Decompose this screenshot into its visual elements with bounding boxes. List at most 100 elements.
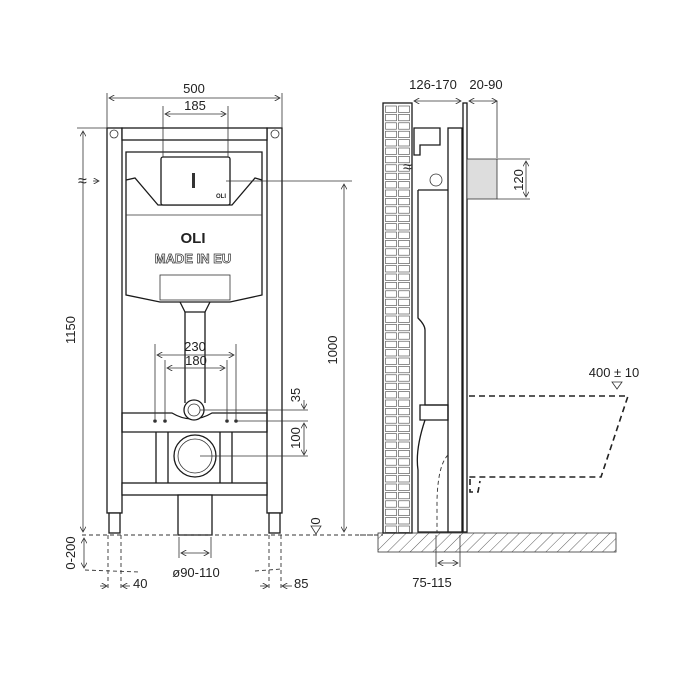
brick (385, 332, 397, 340)
brick (385, 172, 397, 180)
brick (385, 366, 397, 374)
brick (385, 139, 397, 147)
brick (398, 315, 410, 323)
dim-plate-width: 185 (184, 98, 206, 113)
brick (398, 332, 410, 340)
brick (398, 105, 410, 113)
brick (398, 248, 410, 256)
brick (398, 416, 410, 424)
brick (398, 164, 410, 172)
brick (398, 147, 410, 155)
brick (385, 307, 397, 315)
brick (398, 298, 410, 306)
dim-drain-depth: 75-115 (412, 575, 452, 590)
brick (398, 130, 410, 138)
plate-brand-label: OLI (216, 194, 226, 200)
floor-hatch (377, 532, 617, 553)
dim-seat-height: 400 ± 10 (589, 365, 640, 380)
brick (398, 441, 410, 449)
brick (385, 424, 397, 432)
brick (385, 240, 397, 248)
brick (398, 231, 410, 239)
brick (398, 408, 410, 416)
brick (385, 399, 397, 407)
brick (398, 198, 410, 206)
brick (398, 223, 410, 231)
frame (106, 127, 283, 534)
seat-level-marker-icon (611, 381, 623, 390)
brick (398, 240, 410, 248)
dim-width: 500 (183, 81, 205, 96)
brick (398, 189, 410, 197)
brick (385, 517, 397, 525)
dim-foot: 40 (133, 576, 147, 591)
dim-depth: 126-170 (409, 77, 457, 92)
brick (398, 466, 410, 474)
dim-foot-right: 85 (294, 576, 308, 591)
brick (385, 298, 397, 306)
brick (398, 458, 410, 466)
brick (385, 450, 397, 458)
brick (385, 105, 397, 113)
brick (398, 500, 410, 508)
brick (385, 265, 397, 273)
dim-bolt-inner: 180 (185, 353, 207, 368)
brick (385, 408, 397, 416)
dim-wall-finish: 20-90 (469, 77, 502, 92)
dim-inlet-offset: 35 (288, 388, 303, 402)
brick (385, 114, 397, 122)
brick (385, 273, 397, 281)
brick (385, 458, 397, 466)
dim-height: 1150 (63, 316, 78, 344)
made-in-label: MADE IN EU (155, 251, 232, 266)
brick (398, 206, 410, 214)
brick (385, 391, 397, 399)
brick (385, 156, 397, 164)
brick (398, 391, 410, 399)
brick (398, 214, 410, 222)
dim-drain-diameter: ø90-110 (172, 565, 219, 580)
brick (385, 483, 397, 491)
brick (398, 290, 410, 298)
brick (398, 450, 410, 458)
brick (398, 324, 410, 332)
dim-inlet-height: 120 (511, 169, 526, 191)
brick (385, 214, 397, 222)
side-view: ≈ 126-170 20-90 120 400 ± 10 75-115 (360, 77, 639, 590)
brick (398, 139, 410, 147)
brick (398, 282, 410, 290)
brick (398, 256, 410, 264)
brick (398, 525, 410, 533)
brick (398, 517, 410, 525)
brick (398, 374, 410, 382)
wave-inlet-icon: ≈ (78, 173, 87, 190)
brick (398, 340, 410, 348)
brick (385, 382, 397, 390)
brick (398, 122, 410, 130)
brick (385, 223, 397, 231)
brick (385, 198, 397, 206)
brick (385, 206, 397, 214)
brick (398, 114, 410, 122)
flush-plate: OLI (160, 156, 231, 206)
brick (398, 492, 410, 500)
brick (385, 441, 397, 449)
brick (398, 424, 410, 432)
brick (385, 357, 397, 365)
brick (385, 492, 397, 500)
brick (385, 525, 397, 533)
front-view: OLI OLI MADE IN EU ≈ 500 (63, 81, 375, 591)
frame-side (413, 102, 498, 533)
brick-wall (382, 102, 413, 534)
brick (398, 433, 410, 441)
front-dimensions: 500 185 1150 1000 230 180 35 100 0 (63, 81, 375, 591)
inlet-fitting (466, 158, 498, 200)
dim-bolt-outer: 230 (184, 339, 206, 354)
brick (385, 374, 397, 382)
brick (385, 340, 397, 348)
brick (398, 156, 410, 164)
brick (398, 475, 410, 483)
brick (385, 189, 397, 197)
brick (385, 433, 397, 441)
